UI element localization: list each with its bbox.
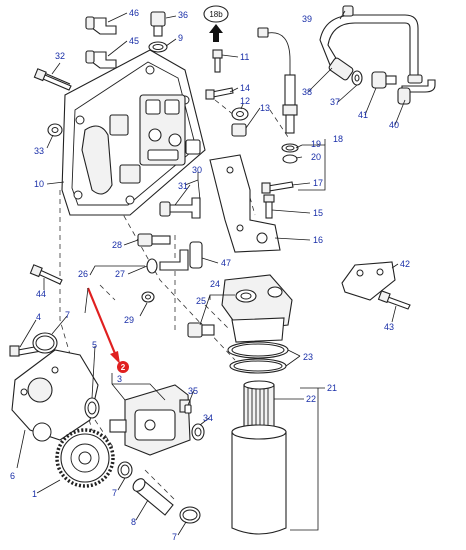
fitting-28 [137,233,171,247]
washer-12 [231,107,249,121]
callout-16: 16 [313,235,323,245]
callout-46: 46 [129,8,139,18]
callout-41: 41 [358,110,368,120]
filter-head-24 [221,274,293,343]
o-rings-23 [227,341,289,374]
callout-28: 28 [112,240,122,250]
callout-12: 12 [240,96,250,106]
elbow-fitting-46 [85,16,117,35]
elbow-fitting-45 [85,50,117,69]
leader-lines [16,10,406,536]
tube-8 [132,478,174,516]
callout-8: 8 [131,517,136,527]
callout-5: 5 [92,340,97,350]
bolt-44 [29,264,63,285]
callout-18: 18 [333,134,343,144]
highlight-arrow [86,287,120,364]
washer-33 [47,123,63,137]
banjo-bolt-39 [342,5,354,17]
sensor-36 [150,11,166,37]
view-marker-label: 18b [209,10,223,19]
callout-27: 27 [115,269,125,279]
callout-31: 31 [178,181,188,191]
pump-housing-10 [61,49,206,216]
callout-numbers: 46 45 36 9 32 33 10 11 14 12 13 19 18 20… [10,8,410,542]
callout-43: 43 [384,322,394,332]
callout-40: 40 [389,120,399,130]
pipe-47 [189,241,203,269]
callout-17: 17 [313,178,323,188]
callout-4: 4 [36,312,41,322]
o-ring-34 [191,423,205,441]
oil-pipe-38 [319,14,423,84]
callout-11: 11 [240,52,249,62]
callout-1: 1 [32,489,37,499]
callout-33: 33 [34,146,44,156]
filter-bowl-21 [231,424,287,535]
drive-gear-1 [55,428,115,488]
callout-29: 29 [124,315,134,325]
callout-7-upper: 7 [65,310,70,320]
callout-39: 39 [302,14,312,24]
callout-15: 15 [313,208,323,218]
callout-13: 13 [260,103,270,113]
bolt-14 [205,87,234,100]
callout-19: 19 [311,139,321,149]
callout-14: 14 [240,83,250,93]
elbow-27 [146,249,189,274]
callout-24: 24 [210,279,220,289]
callout-30: 30 [192,165,202,175]
elbow-40 [397,79,436,105]
callout-37: 37 [330,97,340,107]
o-ring-7-middle [117,461,133,479]
bolt-17 [261,181,294,194]
callout-21: 21 [327,383,337,393]
callout-26: 26 [78,269,88,279]
bolt-32 [33,68,72,91]
bracket-16 [209,154,281,253]
callout-7-middle: 7 [112,488,117,498]
bolt-15 [263,194,275,219]
highlight-badge: 2 [117,361,129,373]
nipple-25 [187,322,215,338]
callout-32: 32 [55,51,65,61]
callout-38: 38 [302,87,312,97]
bolt-11 [212,49,223,73]
cover-plate-6 [11,349,99,442]
view-marker-18b: 18b [203,5,229,42]
callout-34: 34 [203,413,213,423]
callout-45: 45 [129,36,139,46]
fitting-31 [159,197,201,219]
callout-9: 9 [178,33,183,43]
bolt-43 [377,290,411,310]
pin-35 [184,404,192,414]
callout-35: 35 [188,386,198,396]
callout-7-lower: 7 [172,532,177,542]
callout-47: 47 [221,258,231,268]
temperature-sender-18 [257,27,299,164]
o-ring-7-lower [179,506,201,524]
seal-5 [84,397,100,419]
callout-36: 36 [178,10,188,20]
gear-pump-3 [109,384,191,456]
callout-44: 44 [36,289,46,299]
callout-25: 25 [196,296,206,306]
o-ring-7-upper [32,332,58,354]
adapter-41 [371,71,397,89]
callout-6: 6 [10,471,15,481]
washer-37 [351,70,363,86]
callout-22: 22 [306,394,316,404]
callout-23: 23 [303,352,313,362]
callout-3: 3 [117,374,122,384]
seal-ring-9 [148,41,168,53]
callout-20: 20 [311,152,321,162]
callout-42: 42 [400,259,410,269]
callout-10: 10 [34,179,44,189]
washer-29 [141,291,155,303]
plug-13 [231,123,247,137]
highlight-badge-label: 2 [121,363,126,372]
